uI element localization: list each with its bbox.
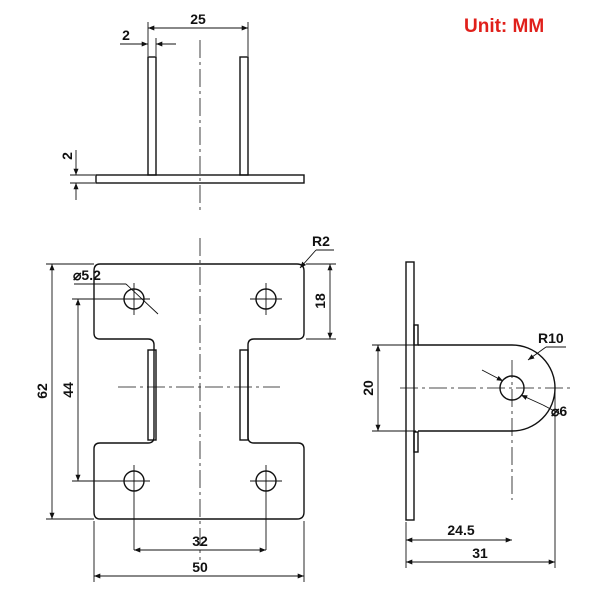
dim-total-height: 62 bbox=[34, 383, 50, 399]
bracket-outline bbox=[93, 263, 305, 520]
right-flange-edge bbox=[239, 56, 249, 176]
side-plate-step bbox=[413, 431, 419, 453]
unit-label: Unit: MM bbox=[464, 16, 545, 37]
leader-corner-radius bbox=[299, 249, 317, 269]
dim-side-hole-offset: 24.5 bbox=[447, 522, 474, 538]
dim-corner-radius: R2 bbox=[312, 233, 330, 249]
dim-side-height: 20 bbox=[360, 380, 376, 396]
side-base-plate bbox=[405, 261, 415, 521]
side-plate-step bbox=[413, 324, 419, 346]
top-view: 25 2 2 bbox=[59, 11, 305, 210]
leader-hole-diameter bbox=[125, 283, 159, 315]
dim-hole-spacing-vertical: 44 bbox=[60, 382, 76, 398]
left-flange-edge bbox=[147, 56, 157, 176]
dim-side-hole-diameter: ⌀6 bbox=[551, 403, 567, 419]
side-view: R10 ⌀6 20 24.5 31 bbox=[360, 261, 570, 568]
dim-side-length: 31 bbox=[472, 545, 488, 561]
leader-side-hole bbox=[481, 369, 504, 382]
dim-total-width: 50 bbox=[192, 559, 208, 575]
dim-hole-spacing-horizontal: 32 bbox=[192, 533, 208, 549]
dim-hole-diameter: ⌀5.2 bbox=[73, 267, 101, 283]
dim-top-width: 25 bbox=[190, 11, 206, 27]
left-flange bbox=[147, 349, 157, 441]
right-flange bbox=[239, 349, 249, 441]
dim-top-hole-offset: 18 bbox=[312, 293, 328, 309]
dim-top-thickness: 2 bbox=[122, 27, 130, 43]
leader-side-hole bbox=[520, 394, 544, 406]
dim-plate-thickness: 2 bbox=[59, 152, 75, 160]
front-view: R2 ⌀5.2 18 62 44 32 50 bbox=[34, 233, 336, 582]
base-plate-edge bbox=[95, 174, 305, 184]
leader-side-hole bbox=[542, 404, 561, 415]
leader-side-radius bbox=[527, 346, 547, 361]
dim-side-radius: R10 bbox=[538, 330, 564, 346]
